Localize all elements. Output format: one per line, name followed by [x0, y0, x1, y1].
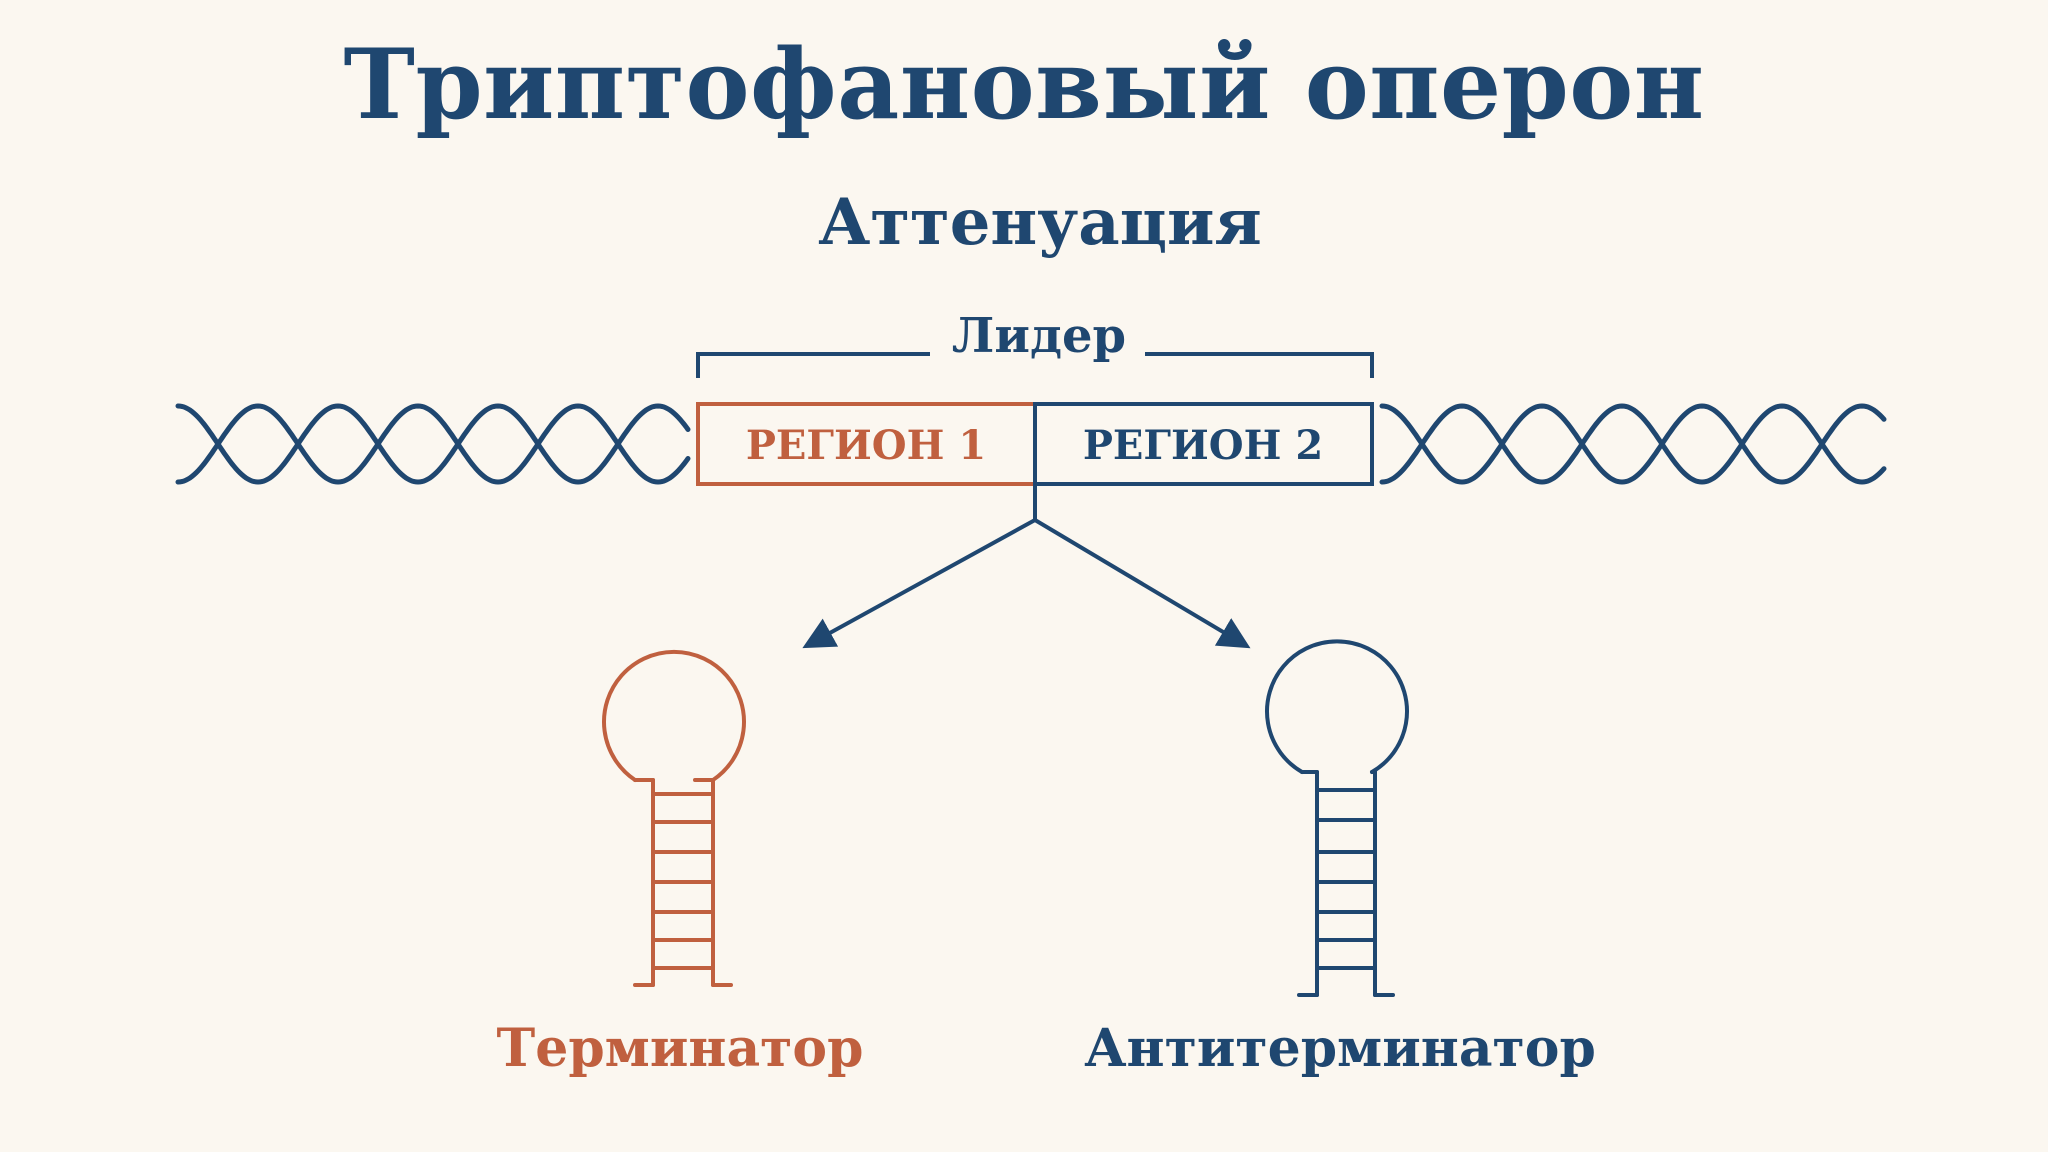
page-title: Триптофановый оперон	[343, 28, 1705, 141]
branch-arrows	[802, 484, 1251, 649]
leader-label: Лидер	[952, 308, 1126, 364]
region-2-box: РЕГИОН 2	[1033, 402, 1374, 486]
antiterminator-label: Антитерминатор	[1084, 1018, 1596, 1079]
arrow-to-terminator	[802, 518, 1036, 649]
page-subtitle: Аттенуация	[818, 185, 1262, 260]
leader-bracket	[696, 352, 1374, 378]
dna-helix-right	[1379, 403, 1887, 485]
region-2-label: РЕГИОН 2	[1083, 422, 1323, 469]
region-1-label: РЕГИОН 1	[746, 422, 986, 469]
terminator-rungs	[651, 792, 715, 970]
terminator-label: Терминатор	[497, 1018, 864, 1079]
terminator-hairpin	[602, 649, 746, 987]
antiterminator-rungs	[1315, 788, 1377, 970]
dna-helix-left	[175, 403, 691, 485]
arrow-to-antiterminator	[1033, 518, 1251, 649]
region-1-box: РЕГИОН 1	[696, 402, 1037, 486]
antiterminator-hairpin	[1265, 639, 1409, 997]
